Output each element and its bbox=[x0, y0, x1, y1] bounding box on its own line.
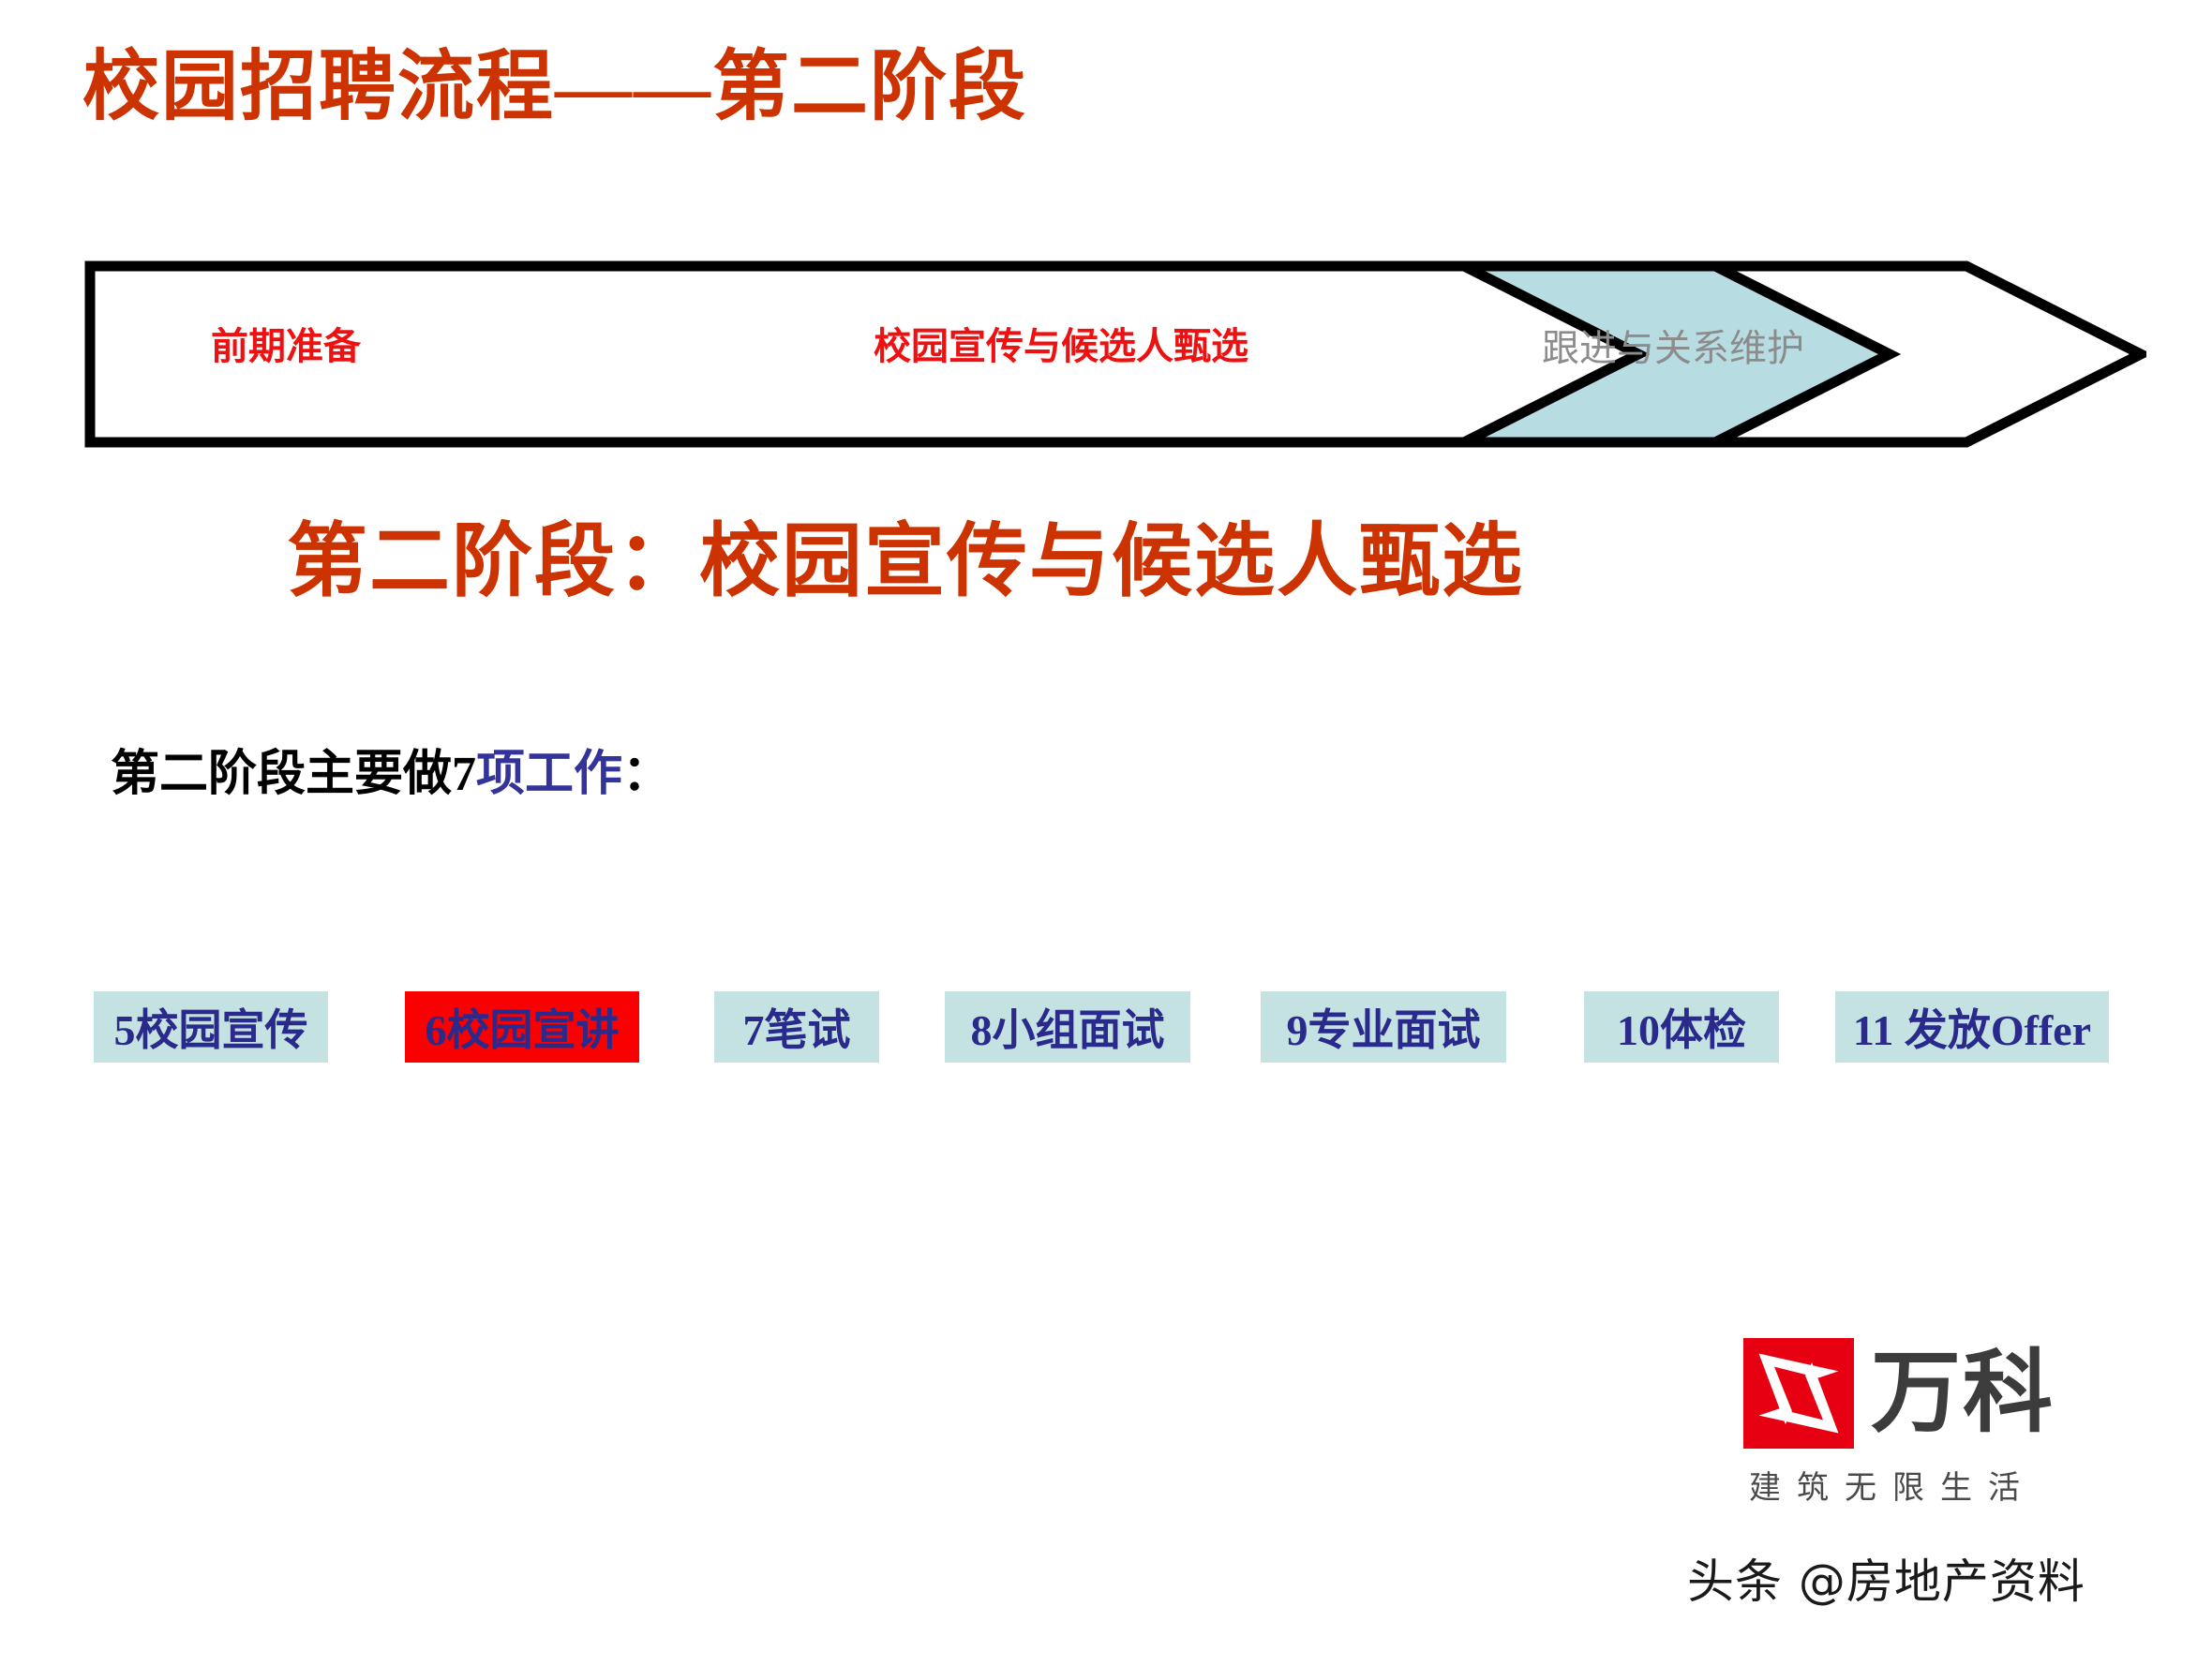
process-chevron-bar bbox=[84, 260, 2146, 448]
body-line-accent: 项工作 bbox=[476, 748, 623, 801]
stage-subtitle: 第二阶段：校园宣传与候选人甄选 bbox=[287, 516, 1524, 606]
chevron-step-1-shape[interactable] bbox=[84, 260, 1651, 448]
steps-row: 5校园宣传 6校园宣讲 7笔试 8小组面试 9专业面试 10体检 11 发放Offer bbox=[0, 991, 2212, 1104]
step-box-label: 11 发放Offer bbox=[1852, 1006, 2092, 1054]
chevron-step-3-label: 跟进与关系维护 bbox=[1542, 327, 1804, 369]
step-box-label: 9专业面试 bbox=[1286, 1006, 1481, 1054]
chevron-step-1-label: 前期准备 bbox=[211, 325, 361, 367]
page-title: 校园招聘流程——第二阶段 bbox=[82, 44, 1028, 129]
process-chevron-svg bbox=[84, 260, 2146, 448]
step-box-label: 7笔试 bbox=[742, 1006, 851, 1054]
step-box-6[interactable]: 10体检 bbox=[1584, 991, 1779, 1063]
step-box-4[interactable]: 8小组面试 bbox=[945, 991, 1190, 1063]
body-line-suffix: ： bbox=[622, 748, 672, 801]
vanke-wordmark: 万科 bbox=[1871, 1340, 2055, 1445]
vanke-logo: 万科 建筑无限生活 bbox=[1734, 1329, 2128, 1516]
chevron-step-2-label: 校园宣传与候选人甄选 bbox=[874, 325, 1248, 367]
watermark: 头条 @房地产资料 bbox=[1687, 1554, 2085, 1609]
step-box-7[interactable]: 11 发放Offer bbox=[1835, 991, 2109, 1063]
step-box-1[interactable]: 5校园宣传 bbox=[94, 991, 328, 1063]
step-box-label: 8小组面试 bbox=[970, 1006, 1165, 1054]
step-box-3[interactable]: 7笔试 bbox=[714, 991, 879, 1063]
body-line: 第二阶段主要做7项工作： bbox=[111, 748, 671, 801]
step-box-2[interactable]: 6校园宣讲 bbox=[405, 991, 639, 1063]
step-box-label: 5校园宣传 bbox=[113, 1006, 308, 1054]
vanke-tagline: 建筑无限生活 bbox=[1749, 1469, 2036, 1507]
step-box-5[interactable]: 9专业面试 bbox=[1261, 991, 1506, 1063]
body-line-prefix: 第二阶段主要做7 bbox=[111, 748, 477, 801]
step-box-label: 6校园宣讲 bbox=[425, 1006, 620, 1054]
step-box-label: 10体检 bbox=[1617, 1006, 1746, 1054]
vanke-logo-mark-icon bbox=[1743, 1338, 1854, 1449]
